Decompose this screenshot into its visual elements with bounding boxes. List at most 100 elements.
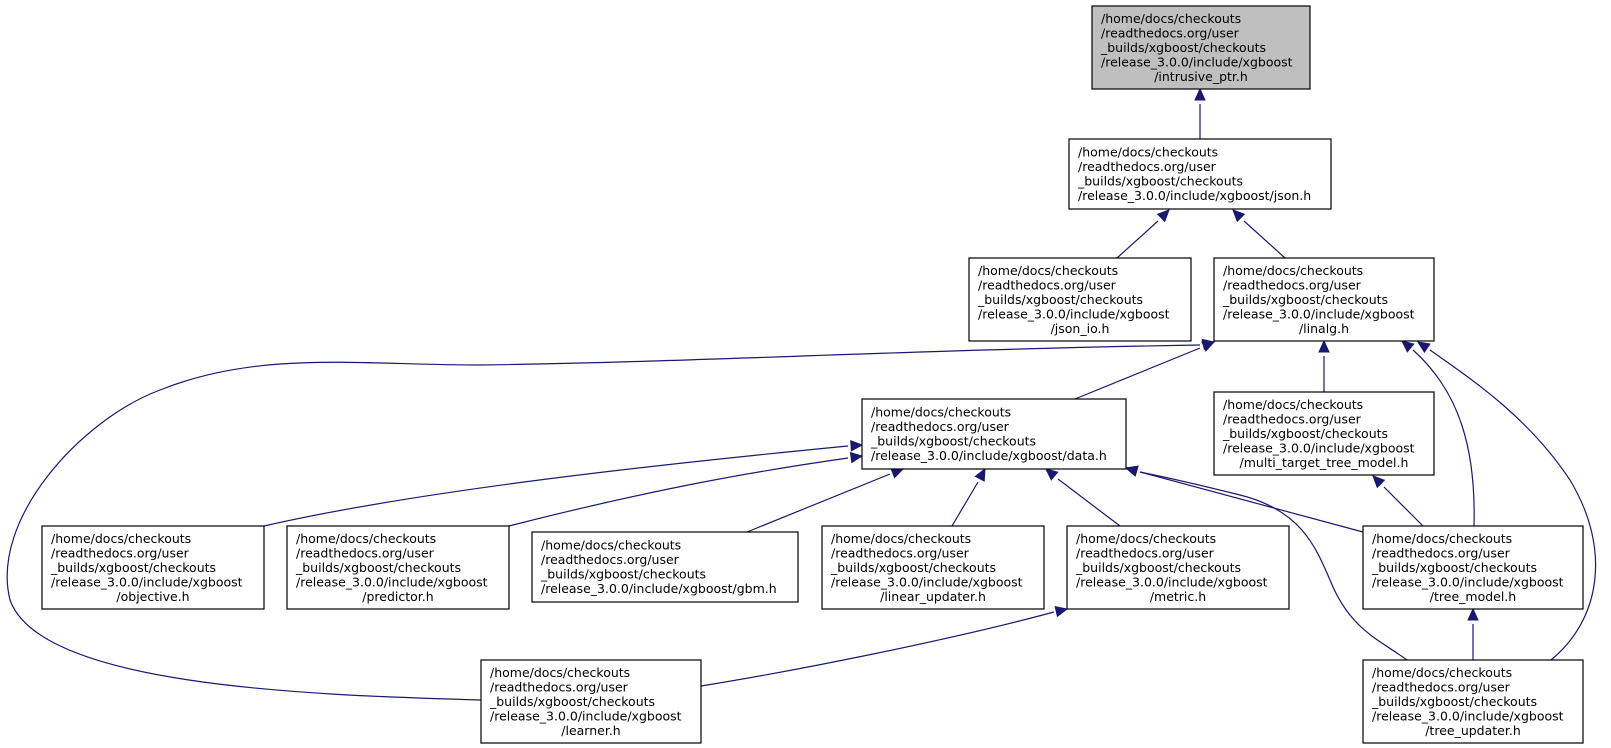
node-tree-model[interactable]: /home/docs/checkouts/readthedocs.org/use… [1362,525,1584,610]
node-label-line: /home/docs/checkouts [1078,145,1218,160]
edge-predictor-to-data [508,451,864,527]
edge-line [1412,349,1475,527]
edge-tree_model-to-linalg [1401,340,1475,527]
edge-data-to-linalg [1074,341,1216,400]
node-box [1091,5,1311,90]
edge-line [1243,220,1286,259]
edge-arrowhead [1156,209,1170,223]
node-box [821,525,1045,610]
node-box [1066,525,1290,610]
edge-line [1074,347,1201,400]
node-metric[interactable]: /home/docs/checkouts/readthedocs.org/use… [1066,525,1290,610]
node-label-line: /readthedocs.org/user [1372,679,1511,694]
node-label-line: /release_3.0.0/include/xgboost [296,574,488,589]
edge-tree_updater-to-tree_model [1467,607,1479,660]
node-label-line: /home/docs/checkouts [1223,397,1363,412]
node-label-line: /readthedocs.org/user [1078,159,1217,174]
node-label-line: /release_3.0.0/include/xgboost [1076,574,1268,589]
edge-line [1383,486,1424,527]
node-label-line: /home/docs/checkouts [831,531,971,546]
node-multi-target[interactable]: /home/docs/checkouts/readthedocs.org/use… [1213,391,1435,476]
node-label-line: /readthedocs.org/user [51,545,190,560]
node-label-line: /home/docs/checkouts [1076,531,1216,546]
node-label-line: /readthedocs.org/user [978,277,1117,292]
node-label-line: /objective.h [116,589,189,604]
node-label-line: /metric.h [1150,589,1206,604]
node-label-line: /release_3.0.0/include/xgboost/json.h [1078,188,1311,203]
edge-line [1139,471,1364,533]
node-box [286,525,510,610]
node-json-io[interactable]: /home/docs/checkouts/readthedocs.org/use… [968,257,1192,342]
edge-line [700,611,1055,687]
node-box [1362,525,1584,610]
node-box [1068,138,1332,210]
edge-arrowhead [890,467,905,479]
node-label-line: _builds/xgboost/checkouts [870,434,1036,449]
node-label-line: /release_3.0.0/include/xgboost [1223,440,1415,455]
edge-arrowhead [1232,209,1246,223]
edge-arrowhead [1201,338,1216,351]
node-label-line: /release_3.0.0/include/xgboost [1101,54,1293,69]
node-box [1362,659,1584,744]
node-label-line: /home/docs/checkouts [978,263,1118,278]
node-label-line: /release_3.0.0/include/xgboost [831,574,1023,589]
node-label-line: /linalg.h [1299,321,1349,336]
edge-line [1057,478,1121,527]
node-label-line: _builds/xgboost/checkouts [977,292,1143,307]
node-label-line: /release_3.0.0/include/xgboost [51,574,243,589]
node-label-line: /home/docs/checkouts [541,538,681,553]
node-label-line: /home/docs/checkouts [871,405,1011,420]
node-label-line: /intrusive_ptr.h [1154,69,1248,84]
node-label-line: /release_3.0.0/include/xgboost/gbm.h [541,581,777,596]
node-tree-updater[interactable]: /home/docs/checkouts/readthedocs.org/use… [1362,659,1584,744]
edge-arrowhead [1124,465,1139,477]
edge-arrowhead [1054,605,1069,618]
node-label-line: _builds/xgboost/checkouts [489,694,655,709]
node-box [480,659,702,744]
node-label-line: _builds/xgboost/checkouts [1075,560,1241,575]
node-label-line: _builds/xgboost/checkouts [1100,40,1266,55]
node-label-line: _builds/xgboost/checkouts [830,560,996,575]
edge-gbm-to-data [746,467,905,533]
edge-arrowhead [1401,340,1415,353]
node-label-line: /release_3.0.0/include/xgboost [490,708,682,723]
edge-json_io-to-json [1116,209,1170,259]
node-learner[interactable]: /home/docs/checkouts/readthedocs.org/use… [480,659,702,744]
node-label-line: /release_3.0.0/include/xgboost [978,306,1170,321]
edge-line [1429,349,1597,661]
edge-line [951,481,979,527]
node-label-line: /readthedocs.org/user [1076,545,1215,560]
node-data[interactable]: /home/docs/checkouts/readthedocs.org/use… [861,398,1127,470]
node-label-line: /tree_model.h [1430,589,1516,604]
node-label-line: _builds/xgboost/checkouts [1371,694,1537,709]
node-linalg[interactable]: /home/docs/checkouts/readthedocs.org/use… [1213,257,1435,342]
node-label-line: /home/docs/checkouts [1372,665,1512,680]
node-box [41,525,265,610]
node-objective[interactable]: /home/docs/checkouts/readthedocs.org/use… [41,525,265,610]
edge-line [1139,471,1408,661]
node-label-line: /tree_updater.h [1425,723,1521,738]
node-label-line: /readthedocs.org/user [831,545,970,560]
node-label-line: /home/docs/checkouts [1372,531,1512,546]
node-label-line: /home/docs/checkouts [490,665,630,680]
edge-line [746,473,891,533]
node-linear-updater[interactable]: /home/docs/checkouts/readthedocs.org/use… [821,525,1045,610]
node-gbm[interactable]: /home/docs/checkouts/readthedocs.org/use… [531,531,799,603]
node-json[interactable]: /home/docs/checkouts/readthedocs.org/use… [1068,138,1332,210]
node-label-line: /readthedocs.org/user [1223,411,1362,426]
node-box [531,531,799,603]
node-predictor[interactable]: /home/docs/checkouts/readthedocs.org/use… [286,525,510,610]
node-label-line: /readthedocs.org/user [871,419,1010,434]
edge-arrowhead [1045,468,1059,481]
node-label-line: _builds/xgboost/checkouts [1222,292,1388,307]
node-label-line: /multi_target_tree_model.h [1240,455,1409,470]
node-label-line: /learner.h [561,723,620,738]
edge-line [263,445,849,527]
node-label-line: _builds/xgboost/checkouts [540,567,706,582]
node-label-line: _builds/xgboost/checkouts [1077,174,1243,189]
edge-json-to-intrusive_ptr [1194,87,1206,139]
node-label-line: /readthedocs.org/user [1223,277,1362,292]
edge-linalg-to-json [1232,209,1286,259]
edge-line [1116,220,1159,259]
